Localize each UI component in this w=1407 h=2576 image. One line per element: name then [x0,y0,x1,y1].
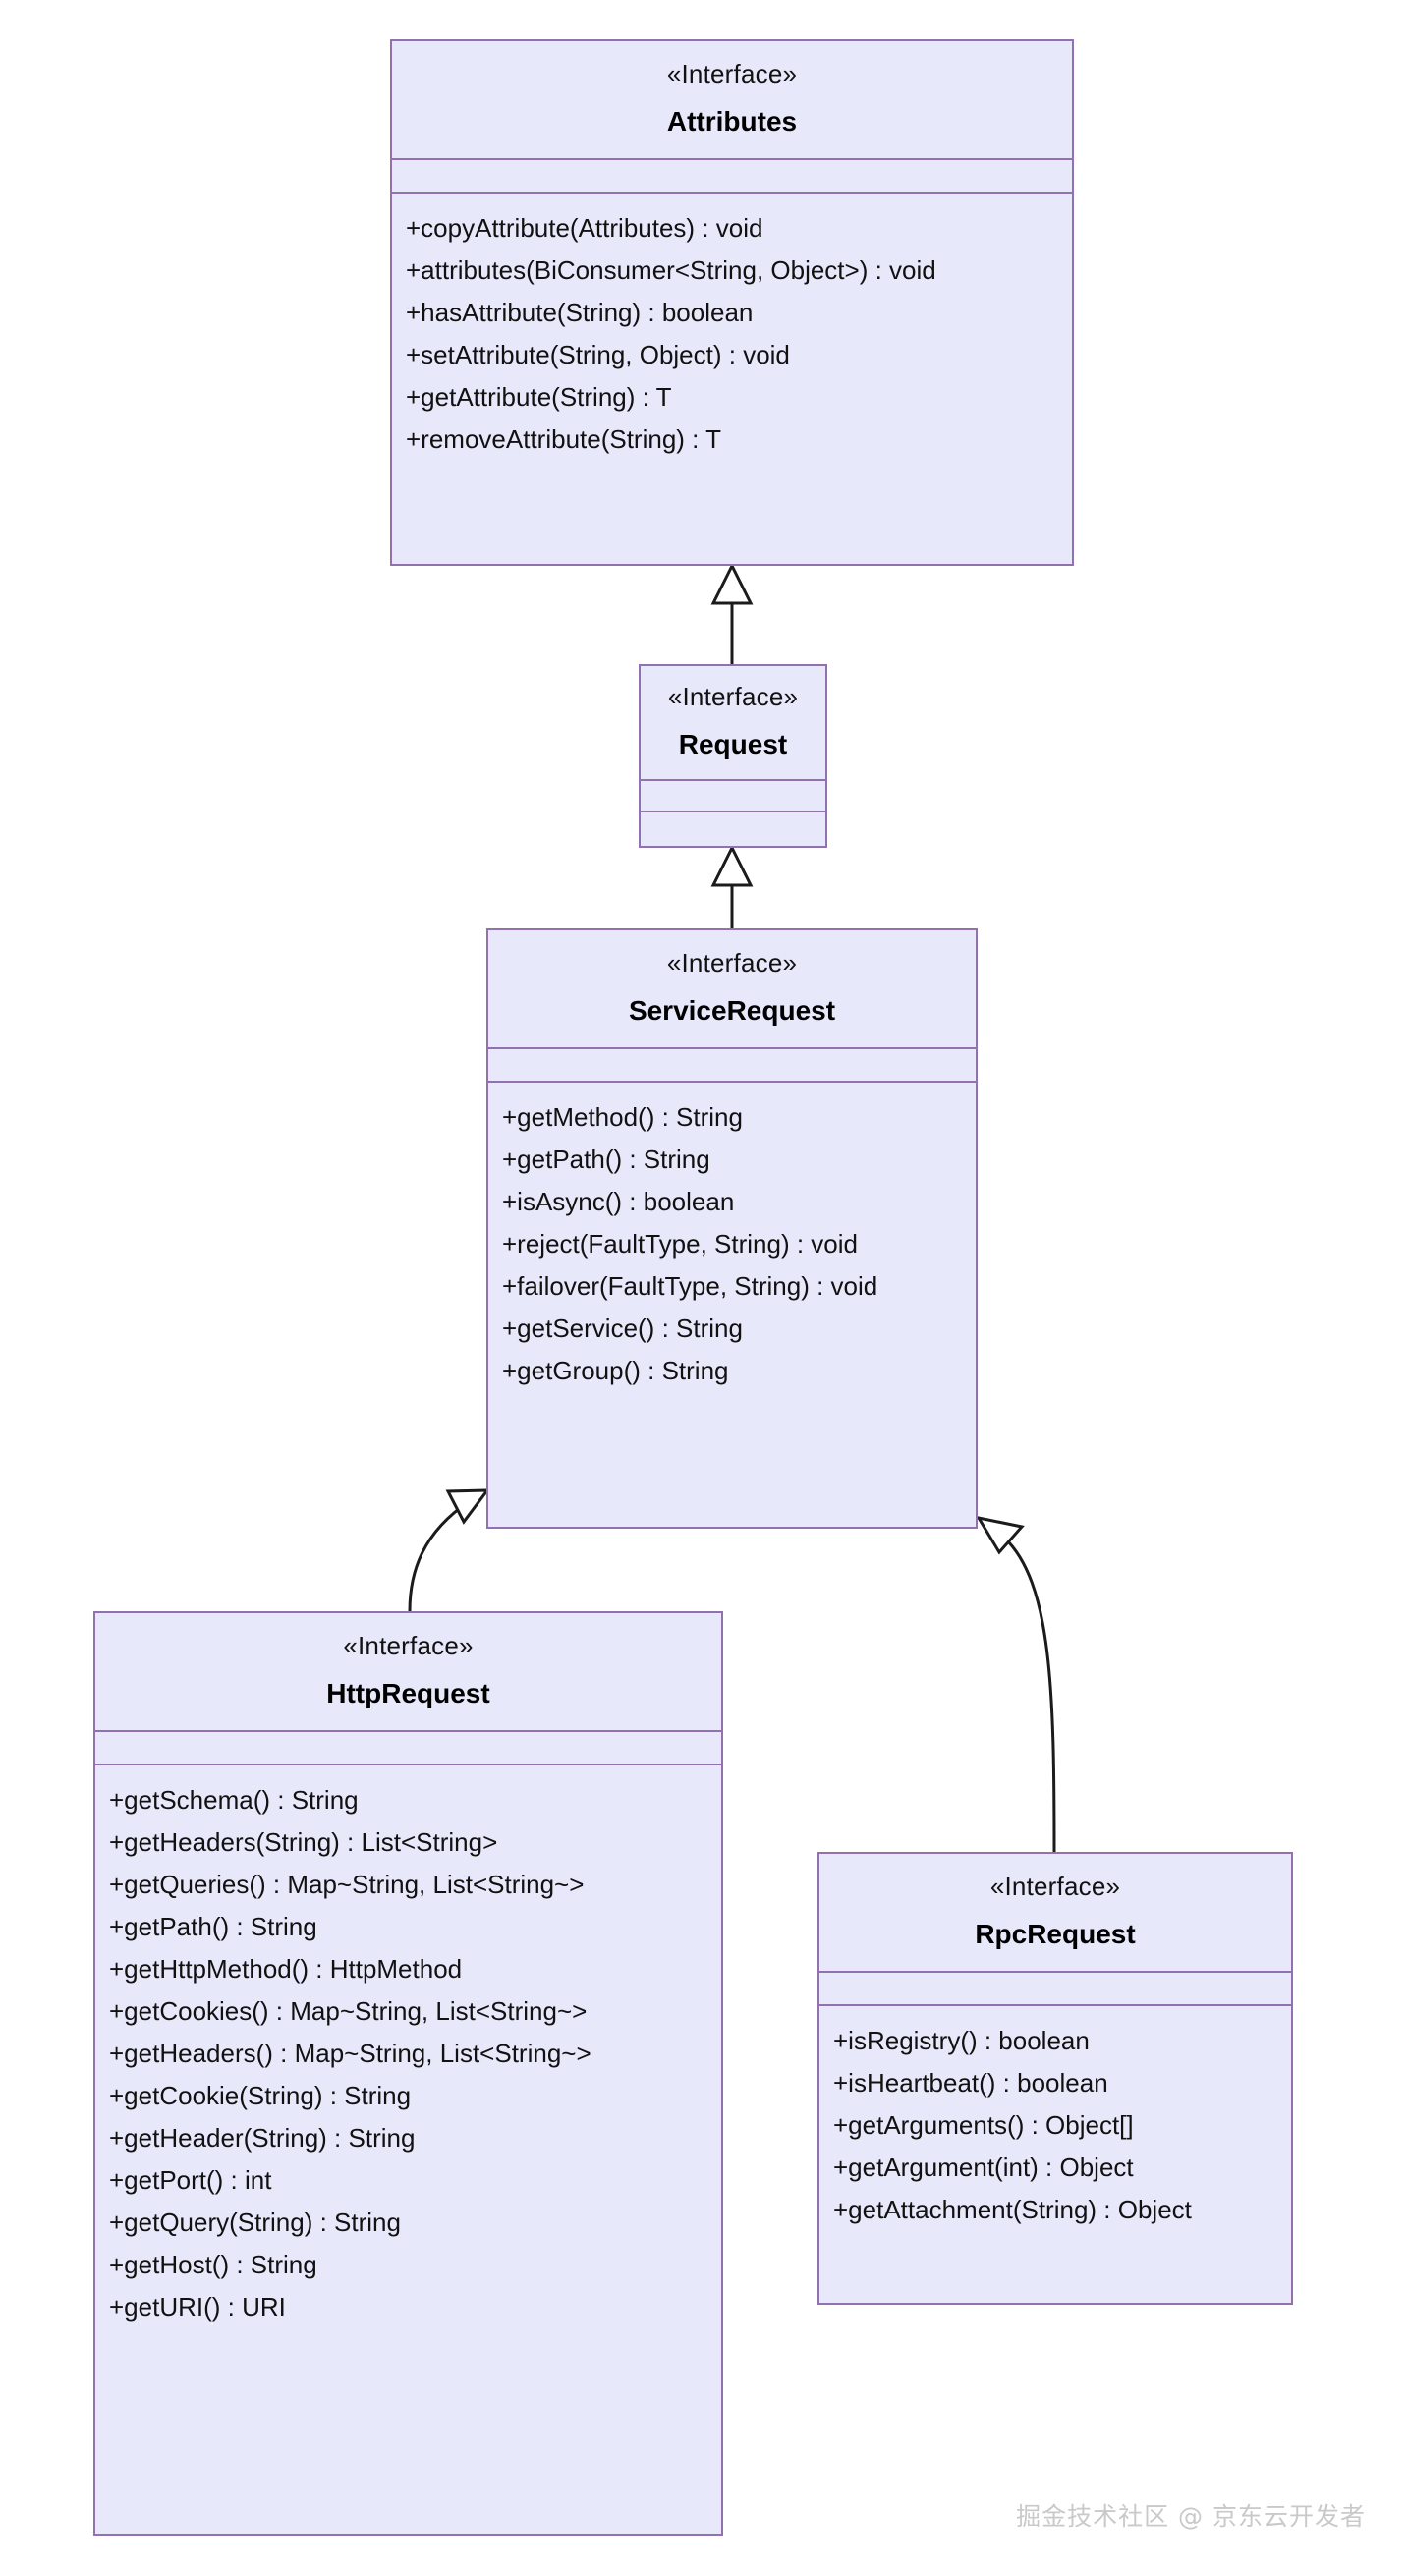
generalization-servicerequest-to-request [710,844,754,928]
class-method: +getMethod() : String [502,1101,743,1132]
class-name: RpcRequest [975,1919,1136,1950]
class-method: +getAttachment(String) : Object [833,2194,1192,2224]
class-method: +setAttribute(String, Object) : void [406,339,790,369]
class-method: +getCookies() : Map~String, List<String~… [109,1995,588,2026]
class-method: +getGroup() : String [502,1355,729,1385]
class-name: Attributes [666,106,798,138]
class-method: +getAttribute(String) : T [406,381,672,412]
class-method: +getSchema() : String [109,1784,359,1815]
class-header-request: «Interface» Request [641,666,825,781]
class-method: +getArgument(int) : Object [833,2152,1134,2182]
class-method: +hasAttribute(String) : boolean [406,297,754,327]
class-header-attributes: «Interface» Attributes [392,41,1072,160]
class-header-rpcrequest: «Interface» RpcRequest [819,1854,1291,1973]
class-box-request[interactable]: «Interface» Request [639,664,827,848]
class-methods-compartment: +getSchema() : String +getHeaders(String… [95,1765,721,2534]
class-method: +removeAttribute(String) : T [406,423,722,454]
class-method: +getHttpMethod() : HttpMethod [109,1953,463,1984]
class-attributes-compartment [819,1973,1291,2006]
class-method: +reject(FaultType, String) : void [502,1228,858,1259]
class-header-httprequest: «Interface» HttpRequest [95,1613,721,1732]
class-method: +getPath() : String [109,1911,317,1941]
class-method: +getPath() : String [502,1144,710,1174]
class-name: Request [678,729,788,760]
class-name: ServiceRequest [628,995,836,1027]
class-method: +getCookie(String) : String [109,2080,412,2110]
class-header-servicerequest: «Interface» ServiceRequest [488,930,976,1049]
class-method: +getQueries() : Map~String, List<String~… [109,1869,585,1899]
class-stereotype: «Interface» [666,59,798,88]
class-methods-compartment: +copyAttribute(Attributes) : void +attri… [392,194,1072,564]
class-method: +getURI() : URI [109,2291,286,2322]
class-method: +getHeaders(String) : List<String> [109,1826,498,1857]
class-name: HttpRequest [326,1678,490,1709]
class-box-servicerequest[interactable]: «Interface» ServiceRequest +getMethod() … [486,928,978,1529]
class-attributes-compartment [488,1049,976,1083]
class-method: +getHeader(String) : String [109,2122,416,2153]
class-methods-compartment: +getMethod() : String +getPath() : Strin… [488,1083,976,1527]
generalization-rpcrequest-to-servicerequest [975,1515,1056,1853]
class-method: +attributes(BiConsumer<String, Object>) … [406,254,936,285]
class-stereotype: «Interface» [343,1631,474,1660]
class-method: +getPort() : int [109,2164,272,2195]
class-method: +getService() : String [502,1313,743,1343]
class-box-attributes[interactable]: «Interface» Attributes +copyAttribute(At… [390,39,1074,566]
class-stereotype: «Interface» [666,948,798,978]
class-method: +getHeaders() : Map~String, List<String~… [109,2038,591,2068]
class-methods-compartment: +isRegistry() : boolean +isHeartbeat() :… [819,2006,1291,2303]
class-method: +isAsync() : boolean [502,1186,735,1216]
class-stereotype: «Interface» [989,1872,1121,1901]
class-method: +failover(FaultType, String) : void [502,1270,878,1301]
class-stereotype: «Interface» [667,682,799,711]
class-method: +isRegistry() : boolean [833,2025,1090,2055]
class-method: +getArguments() : Object[] [833,2109,1134,2140]
class-attributes-compartment [392,160,1072,194]
class-method: +getQuery(String) : String [109,2207,401,2237]
generalization-request-to-attributes [710,562,754,664]
class-method: +isHeartbeat() : boolean [833,2067,1108,2098]
class-methods-compartment [641,812,825,846]
class-method: +getHost() : String [109,2249,317,2279]
generalization-httprequest-to-servicerequest [408,1488,491,1612]
class-attributes-compartment [641,781,825,812]
class-box-rpcrequest[interactable]: «Interface» RpcRequest +isRegistry() : b… [817,1852,1293,2305]
class-method: +copyAttribute(Attributes) : void [406,212,763,243]
class-box-httprequest[interactable]: «Interface» HttpRequest +getSchema() : S… [93,1611,723,2536]
watermark-text: 掘金技术社区 @ 京东云开发者 [1016,2502,1366,2531]
class-attributes-compartment [95,1732,721,1765]
